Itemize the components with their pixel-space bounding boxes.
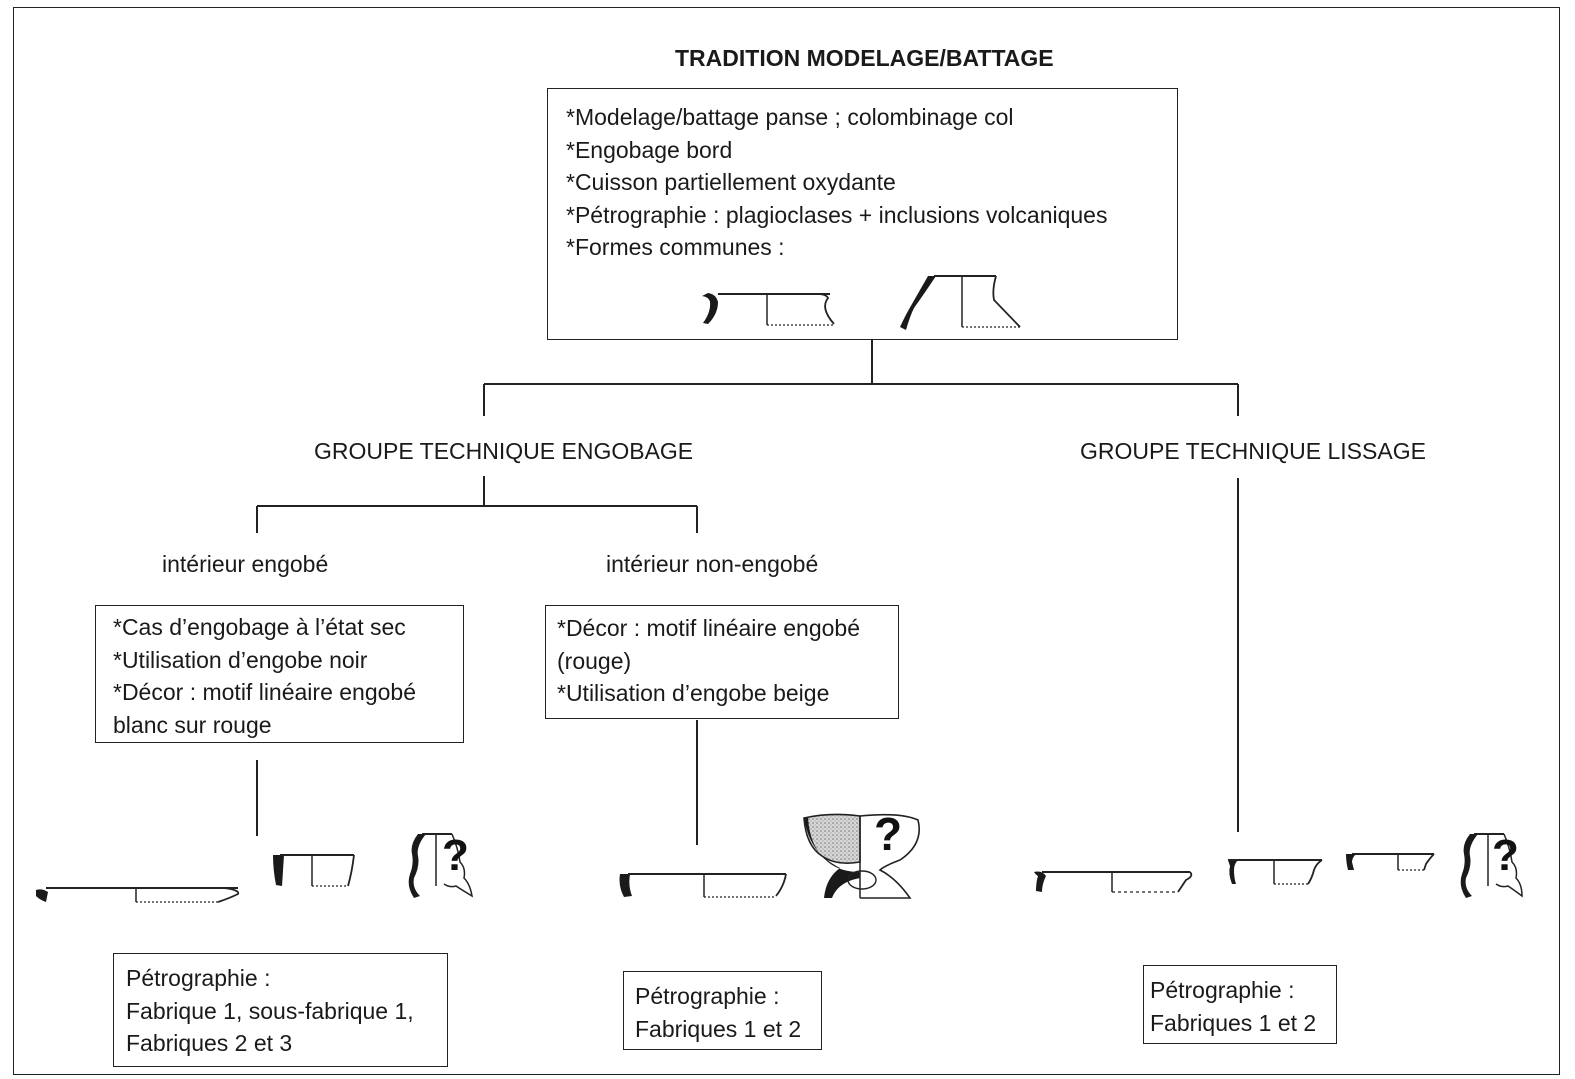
non-engobe-line: (rouge) bbox=[557, 647, 632, 674]
petro-line: Pétrographie : bbox=[635, 983, 780, 1009]
subgroup-interieur-non-engobe-label: intérieur non-engobé bbox=[606, 551, 819, 577]
pot-profile-shallow-dish bbox=[619, 873, 787, 898]
diagram-title: TRADITION MODELAGE/BATTAGE bbox=[675, 45, 1054, 71]
pot-profile-pedestal-bowl-uncertain: ? bbox=[803, 808, 920, 899]
non-engobe-attributes-box: *Décor : motif linéaire engobé (rouge) *… bbox=[545, 605, 899, 719]
root-line: *Engobage bord bbox=[566, 136, 733, 163]
pot-profile-small-cup bbox=[1228, 859, 1323, 885]
pot-profile-jar-uncertain: ? bbox=[408, 831, 474, 898]
pot-profile-flared-jar bbox=[900, 275, 1021, 330]
root-box: *Modelage/battage panse ; colombinage co… bbox=[547, 88, 1178, 340]
engobe-line: blanc sur rouge bbox=[113, 711, 272, 738]
petro-line: Fabriques 1 et 2 bbox=[635, 1015, 802, 1042]
root-line: *Cuisson partiellement oxydante bbox=[566, 169, 896, 195]
petro-line: Pétrographie : bbox=[1150, 977, 1295, 1003]
petro-line: Pétrographie : bbox=[126, 965, 271, 991]
pot-profile-small-flared-cup bbox=[1346, 853, 1435, 871]
engobe-attributes-box: *Cas d’engobage à l’état sec *Utilisatio… bbox=[95, 605, 464, 743]
pot-profile-flat-plate bbox=[36, 887, 240, 903]
group-lissage-label: GROUPE TECHNIQUE LISSAGE bbox=[1080, 438, 1426, 464]
engobe-line: *Utilisation d’engobe noir bbox=[113, 646, 368, 673]
pot-profile-wide-dish bbox=[1034, 871, 1193, 893]
diagram-frame bbox=[13, 7, 1560, 1075]
root-line: *Modelage/battage panse ; colombinage co… bbox=[566, 104, 1014, 130]
question-mark: ? bbox=[1492, 831, 1519, 880]
pot-profile-straight-cup bbox=[273, 854, 355, 887]
petro-line: Fabriques 2 et 3 bbox=[126, 1030, 293, 1056]
pot-profile-open-bowl bbox=[702, 293, 835, 326]
engobe-line: *Décor : motif linéaire engobé bbox=[113, 679, 416, 705]
group-engobage-label: GROUPE TECHNIQUE ENGOBAGE bbox=[314, 438, 694, 464]
subgroup-interieur-engobe-label: intérieur engobé bbox=[162, 551, 329, 577]
root-line: *Pétrographie : plagioclases + inclusion… bbox=[566, 201, 1108, 228]
petro-line: Fabriques 1 et 2 bbox=[1150, 1009, 1317, 1036]
petrography-box-engobe: Pétrographie : Fabrique 1, sous-fabrique… bbox=[113, 953, 448, 1067]
non-engobe-line: *Décor : motif linéaire engobé bbox=[557, 615, 860, 641]
pot-profile-jar-uncertain: ? bbox=[1460, 831, 1523, 898]
petrography-box-lissage: Pétrographie : Fabriques 1 et 2 bbox=[1143, 965, 1337, 1044]
petrography-box-non-engobe: Pétrographie : Fabriques 1 et 2 bbox=[623, 971, 822, 1050]
question-mark: ? bbox=[442, 831, 469, 880]
non-engobe-line: *Utilisation d’engobe beige bbox=[557, 680, 830, 706]
question-mark: ? bbox=[874, 808, 902, 860]
petro-line: Fabrique 1, sous-fabrique 1, bbox=[126, 997, 414, 1024]
root-line: *Formes communes : bbox=[566, 234, 785, 260]
engobe-line: *Cas d’engobage à l’état sec bbox=[113, 614, 406, 640]
